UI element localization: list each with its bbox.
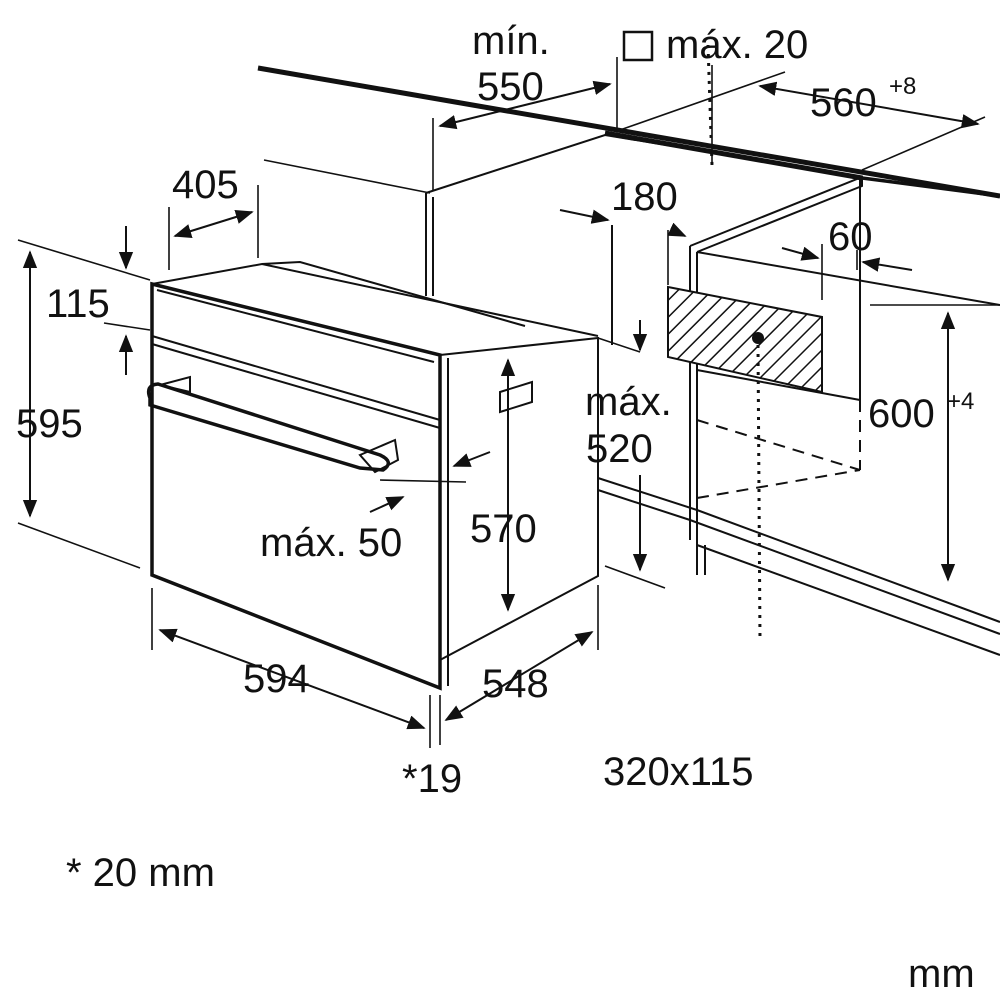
label-115: 115 xyxy=(46,282,110,326)
door-handle xyxy=(146,375,400,474)
label-opening-size: 320x115 xyxy=(603,750,754,794)
label-595: 595 xyxy=(16,402,83,446)
label-60: 60 xyxy=(828,215,873,259)
cabinet xyxy=(425,133,1000,656)
ventilation-opening xyxy=(667,285,823,394)
hidden-lines xyxy=(696,372,861,499)
dimension-lines xyxy=(17,57,1000,748)
label-560: 560 xyxy=(810,81,877,125)
label-180: 180 xyxy=(611,175,678,219)
label-570: 570 xyxy=(470,507,537,551)
label-405: 405 xyxy=(172,163,239,207)
footnote: * 20 mm xyxy=(66,851,215,895)
label-548: 548 xyxy=(482,662,549,706)
label-max-50: máx. 50 xyxy=(260,521,402,565)
label-max-520-word: máx. xyxy=(585,380,672,424)
label-min-550: 550 xyxy=(477,65,544,109)
square-outline-icon xyxy=(622,30,654,62)
label-max-20: máx. 20 xyxy=(666,23,808,67)
label-max-520-value: 520 xyxy=(586,427,653,471)
label-19: *19 xyxy=(402,757,462,801)
label-600-tolerance: +4 xyxy=(947,388,974,415)
label-600: 600 xyxy=(868,392,935,436)
unit-label: mm xyxy=(908,952,975,996)
label-min-word: mín. xyxy=(472,19,550,63)
label-594: 594 xyxy=(243,657,310,701)
oven xyxy=(146,260,599,691)
label-560-tolerance: +8 xyxy=(889,73,916,100)
